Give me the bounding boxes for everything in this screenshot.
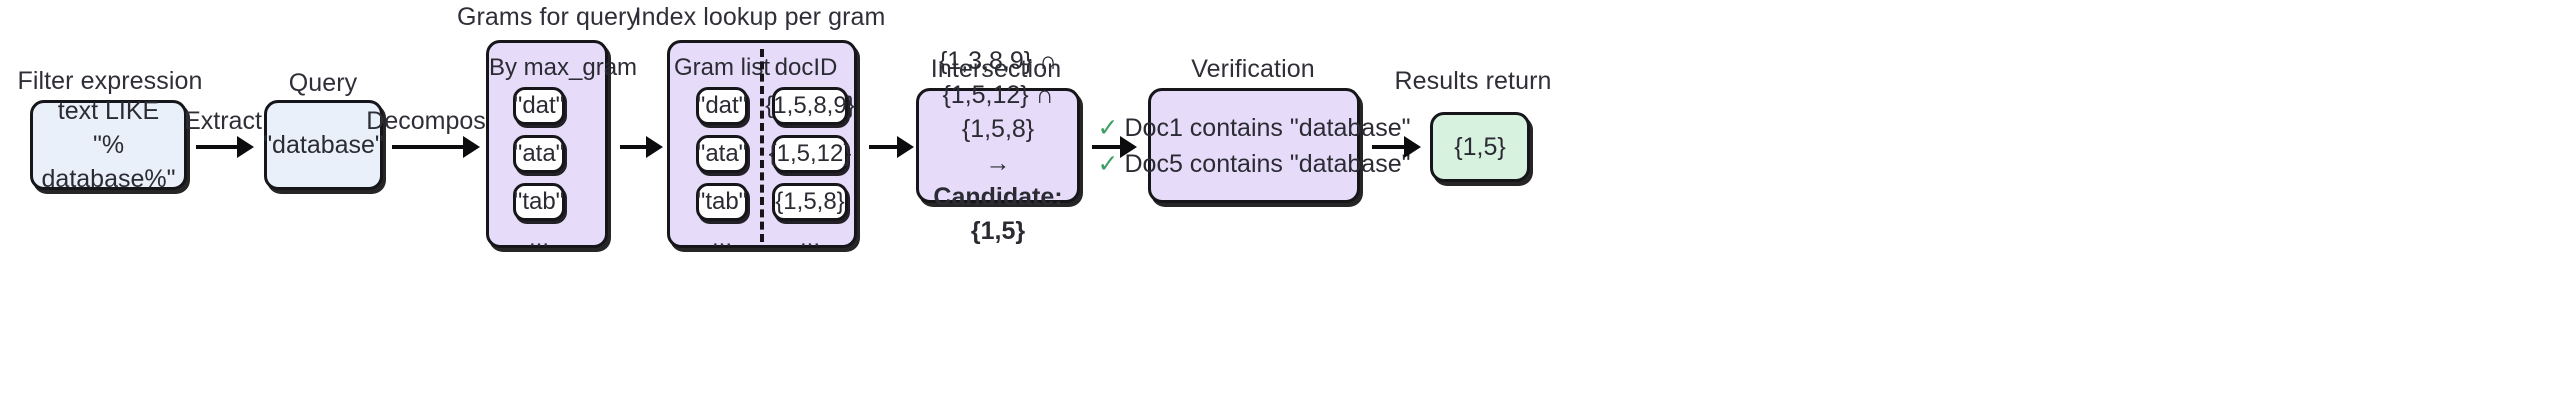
index-gram-chip-2[interactable]: "tab": [696, 183, 748, 221]
query-node[interactable]: "database": [263, 100, 384, 190]
filter-expression-node[interactable]: text LIKE "% database%": [30, 97, 187, 193]
intersection-arrow-glyph: →: [985, 148, 1011, 177]
index-panel-docid-column-title: docID: [774, 54, 838, 81]
arrow-decompose: [392, 145, 477, 149]
caption-grams-for-query: Grams for query: [456, 3, 640, 31]
arrow-to-index-lookup: [620, 145, 660, 149]
intersection-node[interactable]: {1,3,8,9} ∩ {1,5,12} ∩ {1,5,8} → Candida…: [916, 47, 1080, 245]
verification-text: ✓Doc1 contains "database" ✓Doc5 contains…: [1084, 110, 1425, 182]
query-value: "database": [263, 131, 384, 159]
gram-chip-1[interactable]: "ata": [513, 135, 565, 173]
intersection-line-3: → Candidate: {1,5}: [933, 146, 1063, 248]
index-docid-ellipsis: ...: [799, 225, 821, 252]
check-icon-doc1: ✓: [1097, 113, 1119, 142]
intersection-line-2: {1,5,8}: [961, 114, 1035, 143]
filter-expression-line-2: database%": [41, 165, 176, 193]
intersection-candidate: Candidate: {1,5}: [933, 182, 1063, 245]
intersection-line-1: {1,3,8,9} ∩ {1,5,12} ∩: [938, 46, 1058, 109]
gram-chip-0[interactable]: "dat": [513, 87, 565, 125]
results-return-node[interactable]: {1,5}: [1430, 112, 1530, 182]
index-panel-gram-column-title: Gram list: [674, 54, 770, 81]
caption-filter-expression: Filter expression: [17, 67, 203, 95]
arrow-extract: [196, 145, 251, 149]
arrow-label-extract: Extract: [184, 107, 262, 135]
grams-panel-title: By max_gram: [489, 54, 638, 81]
gram-chip-ellipsis: ...: [528, 225, 550, 252]
filter-expression-line-1: text LIKE "%: [57, 97, 160, 159]
index-docid-chip-0[interactable]: {1,5,8,9}: [765, 87, 855, 125]
verification-doc1-label: Doc1 contains "database": [1124, 113, 1411, 142]
grams-for-query-panel: By max_gram "dat" "ata" "tab" ...: [486, 40, 638, 252]
results-value: {1,5}: [1454, 133, 1506, 161]
index-docid-chip-2[interactable]: {1,5,8}: [772, 183, 848, 221]
arrow-to-verification: [1092, 145, 1134, 149]
index-gram-ellipsis: ...: [711, 225, 733, 252]
filter-expression-text: text LIKE "% database%": [28, 94, 190, 196]
arrow-label-decompose: Decompose: [366, 107, 500, 135]
index-lookup-panel: Gram list docID "dat" "ata" "tab" ... {1…: [667, 40, 857, 252]
caption-index-lookup-per-gram: Index lookup per gram: [634, 3, 886, 31]
caption-query: Query: [288, 69, 358, 97]
caption-verification: Verification: [1191, 55, 1315, 83]
gram-chip-2[interactable]: "tab": [513, 183, 565, 221]
index-gram-chip-0[interactable]: "dat": [696, 87, 748, 125]
arrow-to-intersection: [869, 145, 911, 149]
index-docid-chip-1[interactable]: {1,5,12}: [769, 135, 851, 173]
check-icon-doc5: ✓: [1097, 149, 1119, 178]
verification-line-2: ✓Doc5 contains "database": [1098, 146, 1411, 182]
intersection-text: {1,3,8,9} ∩ {1,5,12} ∩ {1,5,8} → Candida…: [919, 44, 1077, 248]
index-panel-divider: [760, 49, 764, 242]
verification-node[interactable]: ✓Doc1 contains "database" ✓Doc5 contains…: [1098, 88, 1410, 203]
arrow-to-results: [1372, 145, 1418, 149]
caption-results-return: Results return: [1394, 67, 1552, 95]
caption-intersection: Intersection: [930, 55, 1062, 83]
verification-doc5-label: Doc5 contains "database": [1124, 149, 1411, 178]
verification-line-1: ✓Doc1 contains "database": [1098, 110, 1411, 146]
index-gram-chip-1[interactable]: "ata": [696, 135, 748, 173]
